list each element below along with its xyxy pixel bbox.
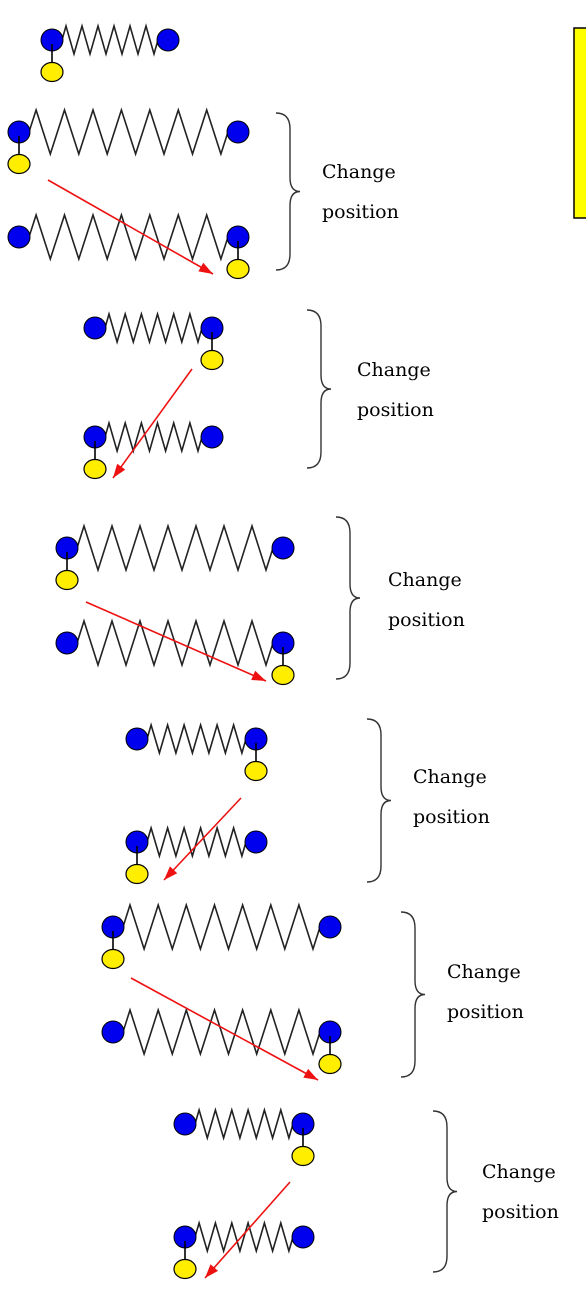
yellow-ball (291, 1145, 315, 1167)
spring-coil (194, 1107, 294, 1141)
curly-brace (432, 1110, 458, 1273)
spring-coil (28, 212, 229, 262)
red-arrow (85, 601, 267, 682)
blue-ball (101, 1020, 125, 1044)
yellow-ball (318, 1053, 342, 1075)
blue-ball (7, 225, 31, 249)
red-arrow (112, 368, 193, 479)
label-change-3: Change (388, 569, 462, 591)
label-change-1: Change (322, 161, 396, 183)
braces-layer (275, 112, 458, 1273)
springs-layer (7, 23, 342, 1280)
label-change-4: Change (413, 766, 487, 788)
label-change-2: Change (357, 359, 431, 381)
yellow-ball (55, 569, 79, 591)
yellow-ball (40, 61, 64, 83)
spring-coil (122, 902, 321, 952)
arrow-head (251, 670, 266, 681)
curly-brace (306, 309, 332, 469)
label-position-6: position (482, 1201, 559, 1223)
spring-coil (76, 618, 274, 668)
yellow-ball (101, 948, 125, 970)
red-arrow (130, 977, 319, 1081)
spring-coil (76, 523, 274, 573)
label-position-3: position (388, 609, 465, 631)
spring-coil (104, 311, 203, 345)
arrow-head (113, 463, 126, 478)
yellow-ball (271, 664, 295, 686)
blue-ball (125, 727, 149, 751)
blue-ball (226, 120, 250, 144)
label-change-6: Change (482, 1161, 556, 1183)
label-position-2: position (357, 399, 434, 421)
yellow-ball (7, 153, 31, 175)
blue-ball (55, 631, 79, 655)
yellow-ball (125, 863, 149, 885)
blue-ball (271, 536, 295, 560)
arrow-head (164, 866, 178, 880)
blue-ball (173, 1112, 197, 1136)
yellow-ball (244, 760, 268, 782)
blue-ball (318, 915, 342, 939)
yellow-ball (83, 458, 107, 480)
spring-coil (194, 1220, 294, 1254)
red-arrow (47, 179, 214, 275)
yellow-ball (226, 258, 250, 280)
blue-ball (83, 316, 107, 340)
spring-coil (61, 23, 159, 57)
curly-brace (400, 911, 426, 1078)
arrow-head (205, 1264, 219, 1278)
spring-coil (146, 722, 247, 756)
blue-ball (156, 28, 180, 52)
red-arrow (204, 1181, 291, 1279)
label-position-1: position (322, 201, 399, 223)
spring-coil (146, 825, 247, 859)
curly-brace (366, 718, 392, 883)
arrows-layer (47, 179, 319, 1279)
spring-coil (122, 1007, 321, 1057)
blue-ball (244, 830, 268, 854)
label-position-5: position (447, 1001, 524, 1023)
arrow-head (303, 1068, 318, 1080)
yellow-ball (200, 349, 224, 371)
legend-box (573, 27, 586, 219)
yellow-ball (173, 1258, 197, 1280)
curly-brace (275, 112, 301, 271)
arrow-head (198, 262, 213, 274)
curly-brace (335, 516, 361, 680)
label-position-4: position (413, 806, 490, 828)
red-arrow (163, 797, 242, 881)
spring-coil (104, 420, 203, 454)
spring-coil (28, 107, 229, 157)
label-change-5: Change (447, 961, 521, 983)
blue-ball (291, 1225, 315, 1249)
blue-ball (200, 425, 224, 449)
